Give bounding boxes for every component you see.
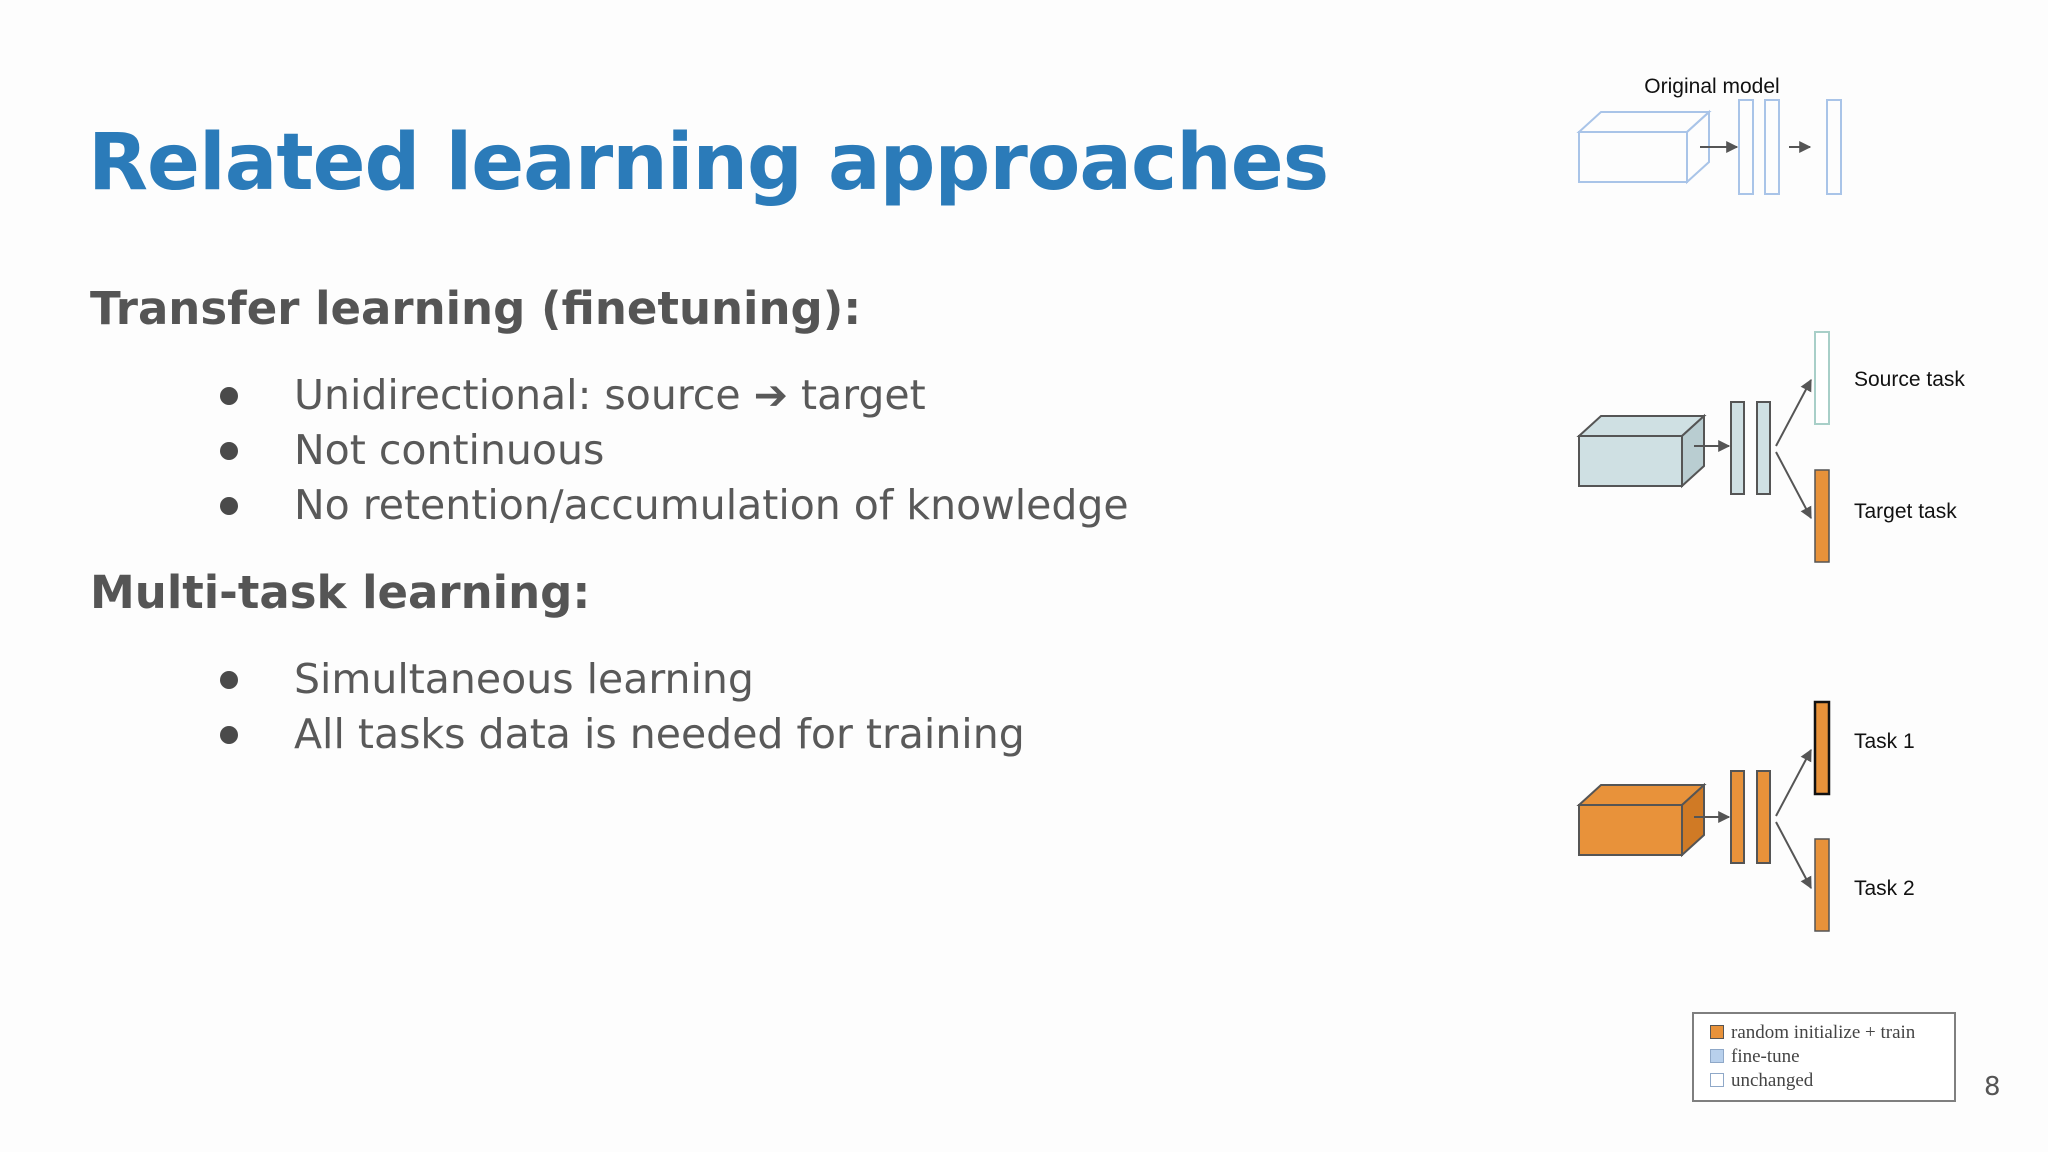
approaches-diagram: Original model (1576, 75, 1965, 932)
orange-swatch-icon (1710, 1025, 1724, 1039)
target-task-label: Target task (1854, 500, 1957, 523)
list-item: Not continuous (210, 423, 1129, 478)
white-swatch-icon (1710, 1073, 1724, 1087)
transfer-learning-diagram: Source task Target task (1576, 331, 1965, 563)
source-task-head (1814, 331, 1830, 425)
multi-task-learning-bullets: Simultaneous learning All tasks data is … (210, 652, 1025, 762)
multi-task-learning-heading: Multi-task learning: (90, 566, 591, 619)
blue-swatch-icon (1710, 1049, 1724, 1063)
task2-head (1814, 838, 1830, 932)
legend-item-finetune: fine-tune (1710, 1046, 1800, 1068)
page-number: 8 (1984, 1072, 2001, 1102)
multi-task-learning-diagram: Task 1 Task 2 (1576, 700, 1915, 932)
bullet-icon (220, 497, 238, 515)
legend-item-train: random initialize + train (1710, 1022, 1915, 1044)
bullet-icon (220, 387, 238, 405)
transfer-learning-bullets: Unidirectional: source ➔ target Not cont… (210, 368, 1129, 533)
original-model-label: Original model (1644, 75, 1779, 98)
slide-title: Related learning approaches (88, 118, 1329, 208)
diagram-legend: random initialize + train fine-tune unch… (1692, 1012, 1956, 1102)
task1-label: Task 1 (1854, 730, 1915, 753)
source-task-label: Source task (1854, 368, 1965, 391)
bullet-icon (220, 726, 238, 744)
task2-label: Task 2 (1854, 877, 1915, 900)
bullet-icon (220, 442, 238, 460)
list-item: No retention/accumulation of knowledge (210, 478, 1129, 533)
transfer-learning-heading: Transfer learning (finetuning): (90, 282, 862, 335)
list-item: Simultaneous learning (210, 652, 1025, 707)
legend-item-unchanged: unchanged (1710, 1070, 1813, 1092)
list-item: All tasks data is needed for training (210, 707, 1025, 762)
task1-head (1813, 700, 1831, 796)
bullet-icon (220, 671, 238, 689)
target-task-head (1814, 469, 1830, 563)
list-item: Unidirectional: source ➔ target (210, 368, 1129, 423)
original-model-diagram: Original model (1576, 75, 1842, 195)
